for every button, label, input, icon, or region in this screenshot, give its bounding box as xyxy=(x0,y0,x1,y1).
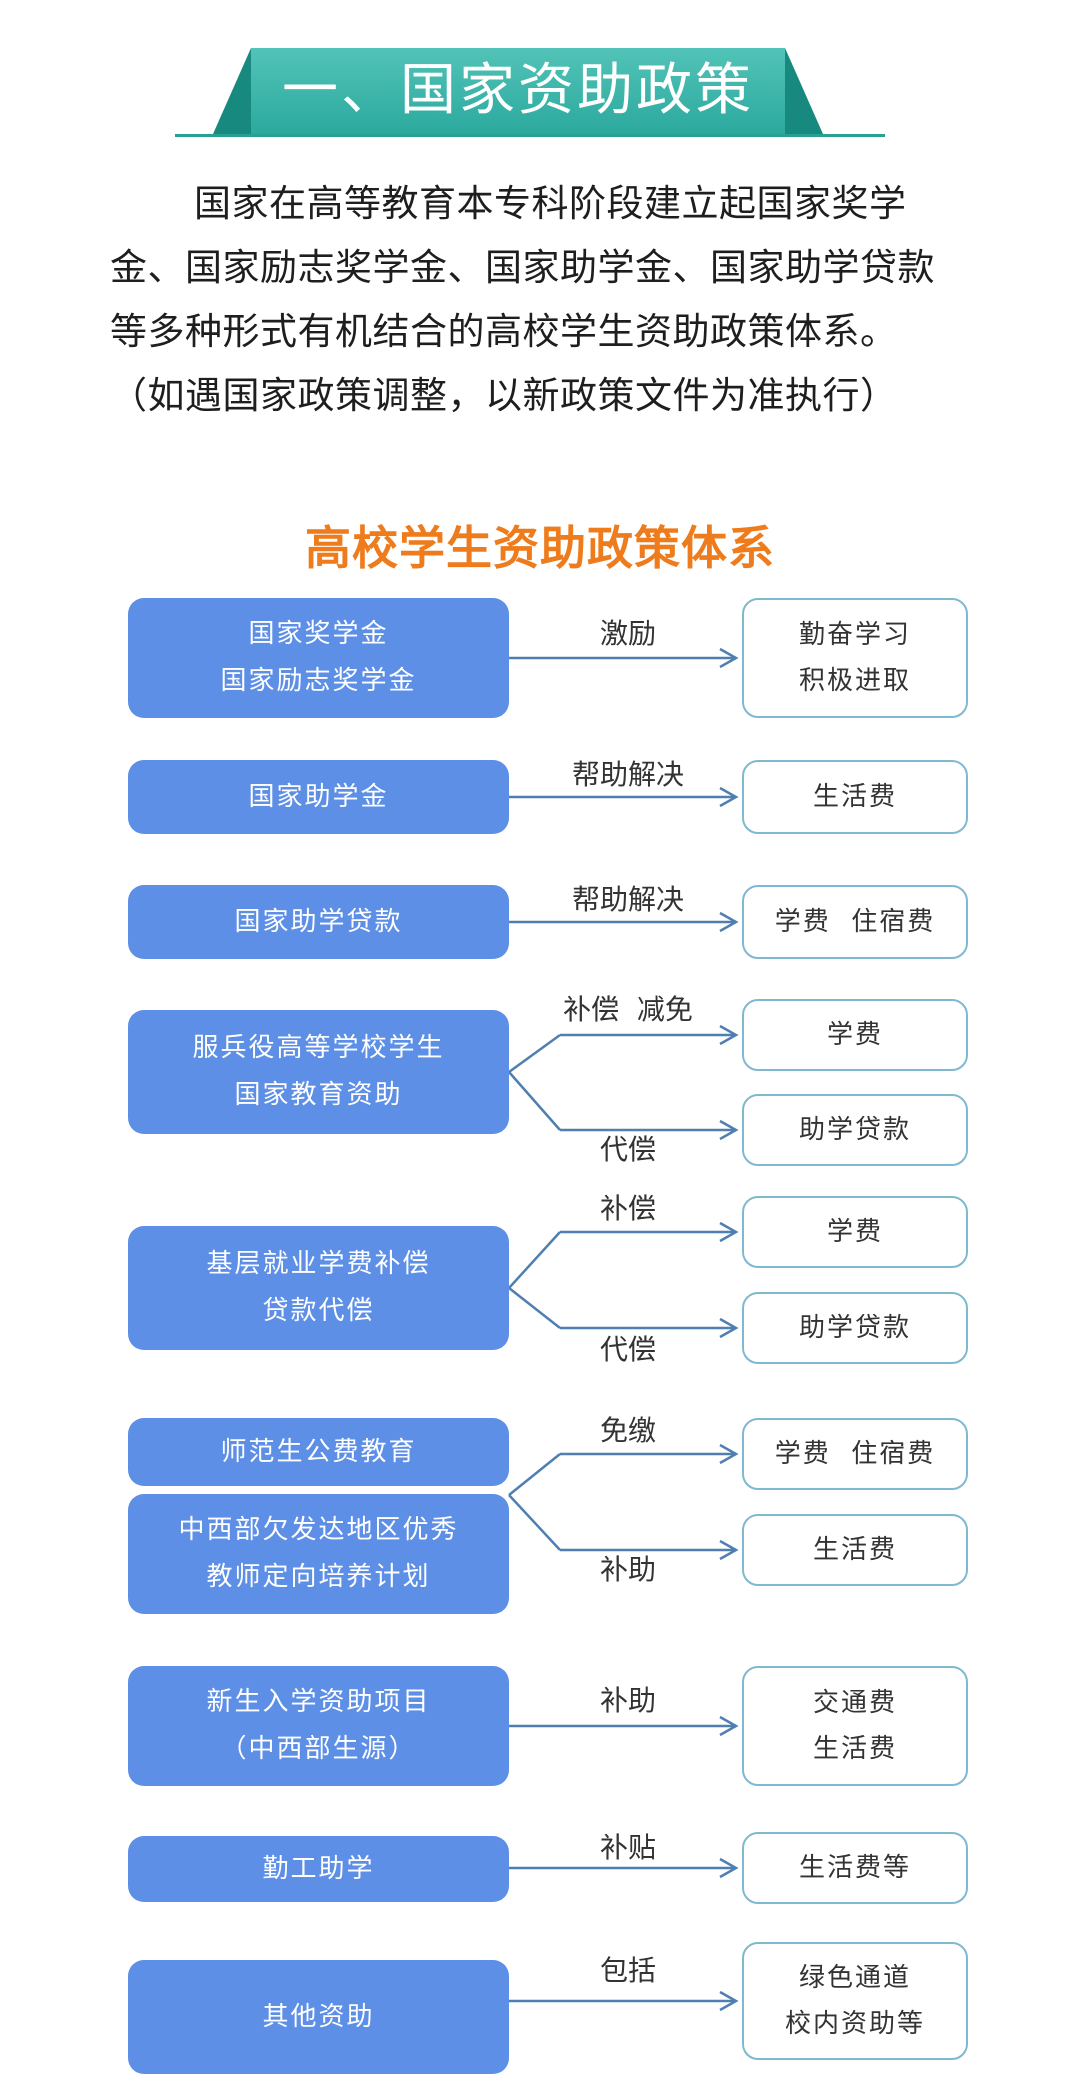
intro-policy-note: （如遇国家政策调整，以新政策文件为准执行） xyxy=(110,374,898,417)
benefit-box-line: 助学贷款 xyxy=(798,1115,911,1145)
policy-box: 师范生公费教育 xyxy=(128,1418,509,1486)
benefit-box: 助学贷款 xyxy=(742,1292,968,1364)
arrow-head xyxy=(719,1715,739,1737)
policy-box: 国家奖学金国家励志奖学金 xyxy=(128,598,509,718)
policy-box: 勤工助学 xyxy=(128,1836,509,1902)
benefit-box: 学费 住宿费 xyxy=(742,1418,968,1490)
edge-label: 补贴 xyxy=(599,1831,656,1864)
arrow-head xyxy=(719,1443,739,1465)
edge-label: 代偿 xyxy=(599,1133,656,1166)
edge-label: 补助 xyxy=(599,1553,656,1586)
arrow-head xyxy=(719,1119,739,1141)
policy-box: 新生入学资助项目 （中西部生源） xyxy=(128,1666,509,1786)
policy-box-line: （中西部生源） xyxy=(220,1734,417,1764)
connector-line xyxy=(508,1494,561,1551)
section-header: 一、国家资助政策 xyxy=(0,0,1080,150)
connector-line xyxy=(508,1287,561,1329)
benefit-box-line: 生活费 xyxy=(812,1734,897,1764)
policy-box-line: 服兵役高等学校学生 xyxy=(192,1033,445,1063)
benefit-box-line: 学费 xyxy=(826,1020,883,1050)
benefit-box: 学费 xyxy=(742,1196,968,1268)
policy-box-line: 国家励志奖学金 xyxy=(220,666,417,696)
benefit-box: 生活费 xyxy=(742,760,968,834)
policy-box-line: 国家助学金 xyxy=(248,781,389,812)
benefit-box-line: 生活费 xyxy=(812,1535,897,1565)
diagram-title: 高校学生资助政策体系 xyxy=(305,521,775,575)
policy-box-line: 中西部欠发达地区优秀 xyxy=(178,1515,459,1545)
benefit-box: 学费 住宿费 xyxy=(742,885,968,959)
benefit-box-line: 学费 xyxy=(826,1217,883,1247)
policy-box: 国家助学贷款 xyxy=(128,885,509,959)
arrow-head xyxy=(719,1221,739,1243)
policy-box-line: 贷款代偿 xyxy=(262,1296,375,1326)
benefit-box: 绿色通道校内资助等 xyxy=(742,1942,968,2060)
policy-box-line: 国家助学贷款 xyxy=(234,906,403,937)
benefit-box: 生活费等 xyxy=(742,1832,968,1904)
benefit-box: 学费 xyxy=(742,999,968,1071)
benefit-box-line: 学费 住宿费 xyxy=(774,1439,936,1469)
edge-label: 补助 xyxy=(599,1684,656,1717)
policy-box-line: 师范生公费教育 xyxy=(220,1436,417,1467)
benefit-box-line: 生活费等 xyxy=(798,1853,911,1883)
benefit-box-line: 生活费 xyxy=(812,782,897,812)
connector-line xyxy=(508,1033,561,1074)
benefit-box: 助学贷款 xyxy=(742,1094,968,1166)
policy-box: 其他资助 xyxy=(128,1960,509,2074)
policy-box-line: 其他资助 xyxy=(262,2001,375,2032)
benefit-box-line: 校内资助等 xyxy=(784,2009,925,2039)
edge-label: 免缴 xyxy=(599,1414,656,1447)
intro-line-1: 国家在高等教育本专科阶段建立起国家奖学 xyxy=(194,182,907,225)
policy-box-line: 国家奖学金 xyxy=(248,619,389,649)
header-divider xyxy=(175,134,885,137)
policy-box-line: 新生入学资助项目 xyxy=(206,1687,431,1717)
benefit-box-line: 学费 住宿费 xyxy=(774,907,936,937)
arrow-head xyxy=(719,1024,739,1046)
intro-line-3: 等多种形式有机结合的高校学生资助政策体系。 xyxy=(110,310,898,353)
intro-paragraph: 国家在高等教育本专科阶段建立起国家奖学 金、国家励志奖学金、国家助学金、国家助学… xyxy=(110,172,990,428)
benefit-box: 勤奋学习积极进取 xyxy=(742,598,968,718)
edge-label: 代偿 xyxy=(599,1333,656,1366)
policy-box-line: 勤工助学 xyxy=(262,1853,375,1884)
benefit-box-line: 勤奋学习 xyxy=(798,620,911,650)
arrow-head xyxy=(719,786,739,808)
connector-line xyxy=(508,1071,561,1131)
benefit-box-line: 积极进取 xyxy=(798,666,911,696)
benefit-box-line: 交通费 xyxy=(812,1688,897,1718)
edge-label: 帮助解决 xyxy=(571,758,684,791)
benefit-box-line: 助学贷款 xyxy=(798,1313,911,1343)
connector-line xyxy=(508,1231,561,1289)
edge-label: 包括 xyxy=(599,1954,656,1987)
arrow-head xyxy=(719,1857,739,1879)
edge-label: 帮助解决 xyxy=(571,883,684,916)
edge-label: 补偿 xyxy=(599,1192,656,1225)
arrow-head xyxy=(719,647,739,669)
arrow-head xyxy=(719,911,739,933)
section-title: 一、国家资助政策 xyxy=(251,48,785,134)
benefit-box: 交通费生活费 xyxy=(742,1666,968,1786)
benefit-box: 生活费 xyxy=(742,1514,968,1586)
policy-box-line: 基层就业学费补偿 xyxy=(206,1249,431,1279)
edge-label: 激励 xyxy=(599,617,656,650)
policy-box: 基层就业学费补偿贷款代偿 xyxy=(128,1226,509,1350)
arrow-head xyxy=(719,1990,739,2012)
policy-box-line: 国家教育资助 xyxy=(234,1080,403,1110)
edge-label: 补偿 减免 xyxy=(563,993,693,1026)
intro-line-2: 金、国家励志奖学金、国家助学金、国家助学贷款 xyxy=(110,246,935,289)
policy-box-line: 教师定向培养计划 xyxy=(206,1562,431,1592)
policy-box: 服兵役高等学校学生国家教育资助 xyxy=(128,1010,509,1134)
policy-box: 中西部欠发达地区优秀教师定向培养计划 xyxy=(128,1494,509,1614)
policy-box: 国家助学金 xyxy=(128,760,509,834)
arrow-head xyxy=(719,1539,739,1561)
connector-line xyxy=(508,1453,561,1496)
benefit-box-line: 绿色通道 xyxy=(798,1963,911,1993)
arrow-head xyxy=(719,1317,739,1339)
